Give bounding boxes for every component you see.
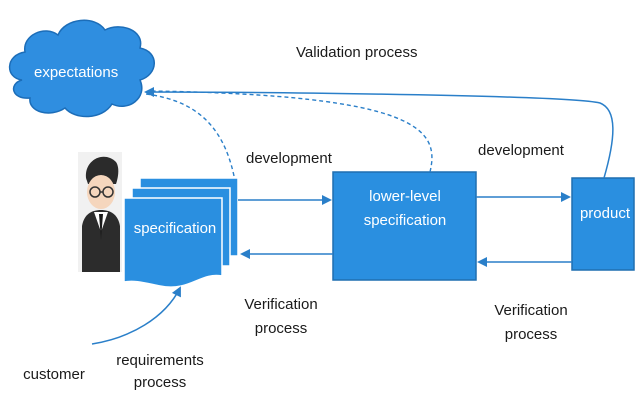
development-label-1: development bbox=[246, 150, 332, 167]
lower-level-line-1: lower-level bbox=[369, 188, 441, 205]
expectations-cloud-shape bbox=[8, 19, 155, 118]
validation-arrow bbox=[144, 87, 614, 179]
requirements-line-1: requirements bbox=[116, 352, 204, 369]
product-box bbox=[571, 177, 635, 271]
specification-stack bbox=[123, 177, 239, 288]
requirements-label: requirements process bbox=[110, 352, 210, 392]
customer-label: customer bbox=[23, 366, 85, 383]
validation-process-label: Validation process bbox=[296, 44, 418, 61]
verification-label-1: Verification process bbox=[236, 296, 326, 338]
specification-label: specification bbox=[133, 220, 217, 237]
verification-2-line-2: process bbox=[504, 326, 558, 343]
expectations-label: expectations bbox=[34, 64, 119, 81]
product-label: product bbox=[579, 205, 631, 222]
requirements-arrow bbox=[91, 286, 181, 345]
dashed-lower-to-cloud bbox=[149, 90, 433, 173]
verification-1-line-2: process bbox=[254, 320, 308, 337]
dashed-spec-to-cloud bbox=[145, 93, 235, 177]
verification-2-line-1: Verification bbox=[494, 302, 568, 319]
verification-label-2: Verification process bbox=[486, 302, 576, 344]
lower-level-line-2: specification bbox=[363, 212, 447, 229]
customer-avatar bbox=[78, 152, 122, 272]
development-label-2: development bbox=[478, 142, 564, 159]
requirements-line-2: process bbox=[133, 374, 187, 391]
verification-1-line-1: Verification bbox=[244, 296, 318, 313]
lower-level-label: lower-level specification bbox=[343, 188, 467, 230]
lower-level-box bbox=[332, 171, 477, 281]
